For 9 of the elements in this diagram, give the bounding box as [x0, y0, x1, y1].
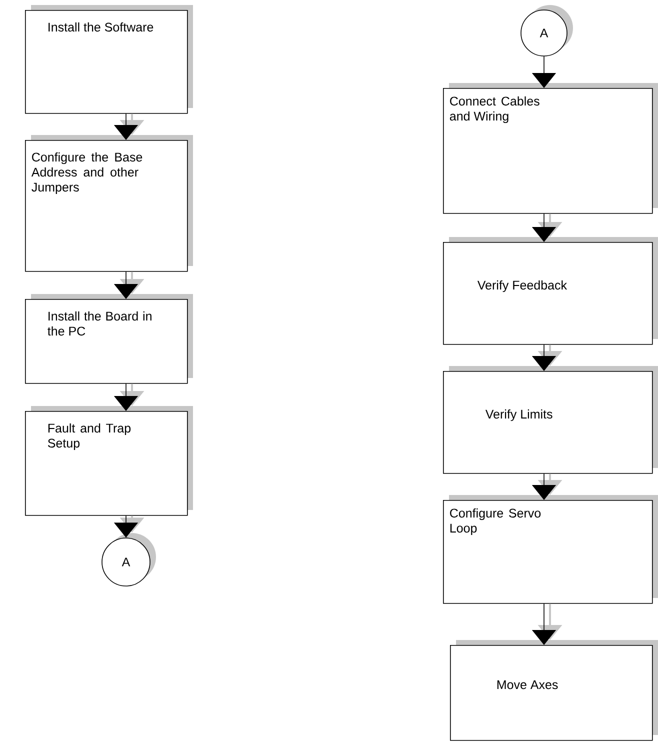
process-box: Connect Cables and Wiring — [443, 83, 658, 214]
process-box: Configure Servo Loop — [443, 495, 658, 604]
process-box: Fault and Trap Setup — [25, 406, 193, 516]
process-box: Configure the Base Address and other Jumpers — [25, 135, 193, 272]
process-box: Install the Software — [25, 5, 193, 114]
process-box: Verify Limits — [443, 366, 658, 474]
process-box: Move Axes — [450, 640, 658, 741]
process-box: Install the Board in the PC — [25, 294, 193, 384]
process-box: Verify Feedback — [443, 237, 658, 345]
